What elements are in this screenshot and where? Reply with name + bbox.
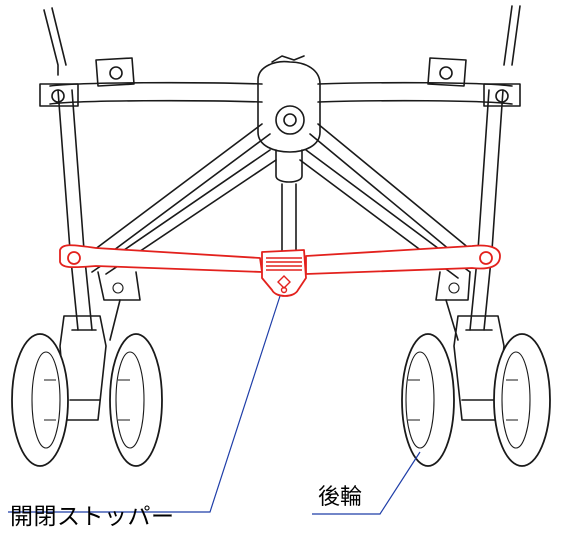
right-wheel-assembly [401, 315, 551, 467]
left-wheel-assembly [11, 315, 163, 467]
stopper-leader-line [8, 295, 281, 513]
stopper-latch [261, 249, 307, 297]
rear-wheel-label: 後輪 [318, 485, 363, 510]
stopper-label: 開閉ストッパー [10, 504, 175, 530]
upper-crossbar [39, 81, 521, 107]
stopper-assembly [59, 244, 501, 297]
upper-hinges [95, 57, 467, 87]
center-hub [257, 55, 321, 253]
leader-lines [8, 295, 421, 515]
x-braces [85, 123, 477, 279]
rear-wheel-leader-line [312, 451, 421, 515]
stopper-bar [59, 244, 263, 273]
